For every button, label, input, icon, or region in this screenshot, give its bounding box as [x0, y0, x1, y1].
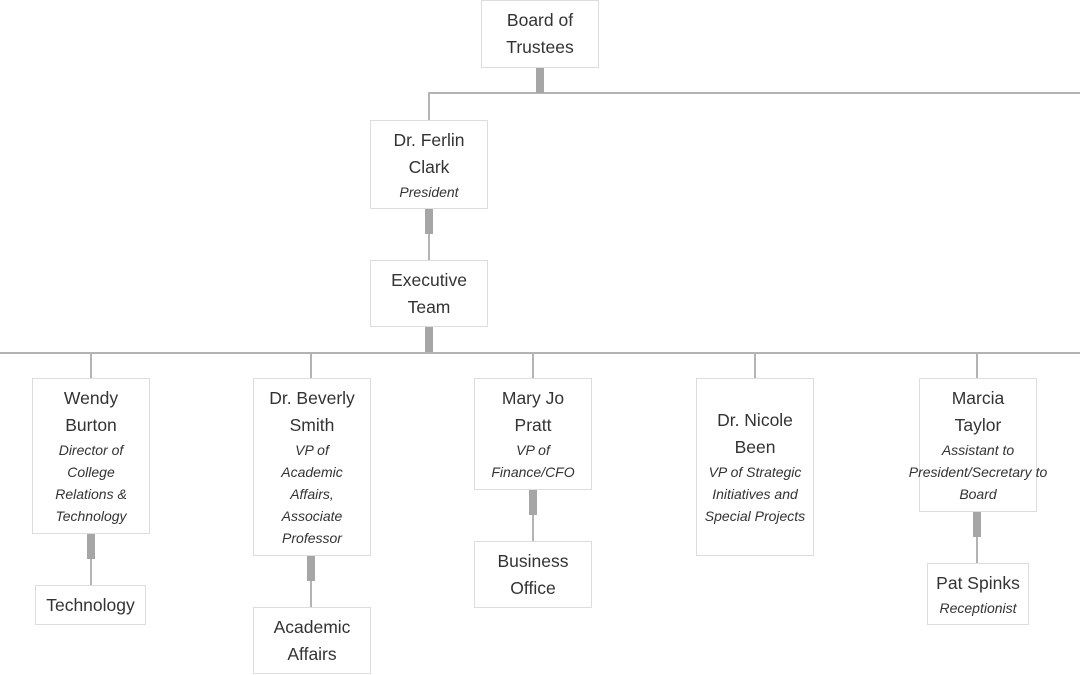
node-name: Mary Jo Pratt [501, 388, 565, 435]
node-name: Technology [46, 594, 135, 615]
node-title: Director of College Relations & Technolo… [55, 442, 127, 524]
connector-stub [425, 327, 433, 352]
node-name: Business Office [497, 550, 569, 598]
node-name: Wendy Burton [63, 388, 119, 435]
node-sub-technology[interactable]: Technology [35, 585, 146, 625]
node-member-5[interactable]: Marcia Taylor Assistant to President/Sec… [909, 378, 1047, 512]
connector-board-horizontal [428, 92, 1080, 94]
connector-president-executive [428, 209, 430, 260]
node-name: Dr. Beverly Smith [269, 388, 355, 435]
node-sub-business-office[interactable]: Business Office [474, 541, 592, 608]
node-member-1[interactable]: Wendy Burton Director of College Relatio… [32, 378, 150, 534]
connector-stub [536, 68, 544, 93]
node-member-4[interactable]: Dr. Nicole Been VP of Strategic Initiati… [696, 378, 814, 556]
node-title: VP of Academic Affairs, Associate Profes… [281, 442, 343, 546]
node-member-2[interactable]: Dr. Beverly Smith VP of Academic Affairs… [253, 378, 371, 556]
node-name: Dr. Ferlin Clark [393, 129, 465, 177]
node-name: Pat Spinks [936, 572, 1020, 593]
node-title: VP of Strategic Initiatives and Special … [704, 464, 806, 524]
connector-member-5-sub [976, 512, 978, 563]
connector-to-member-2 [310, 352, 312, 378]
connector-stub [87, 534, 95, 559]
node-board-of-trustees[interactable]: Board of Trustees [481, 0, 599, 68]
node-name: Board of Trustees [506, 10, 574, 57]
connector-stub [529, 490, 537, 515]
connector-team-horizontal [0, 352, 1080, 354]
node-title: Assistant to President/Secretary to Boar… [908, 442, 1048, 502]
node-title: VP of Finance/CFO [491, 442, 575, 480]
node-name: Marcia Taylor [951, 388, 1005, 435]
connector-to-president [428, 92, 430, 120]
connector-member-2-sub [310, 556, 312, 607]
connector-member-3-sub [532, 490, 534, 541]
node-executive-team[interactable]: Executive Team [370, 260, 488, 327]
connector-to-member-3 [532, 352, 534, 378]
node-name: Executive Team [391, 269, 467, 317]
node-sub-pat-spinks[interactable]: Pat Spinks Receptionist [927, 563, 1029, 625]
node-title: Receptionist [939, 599, 1017, 616]
connector-stub [973, 512, 981, 537]
node-title: President [399, 183, 459, 200]
connector-member-1-sub [90, 534, 92, 585]
connector-to-member-1 [90, 352, 92, 378]
node-sub-academic-affairs[interactable]: Academic Affairs [253, 607, 371, 674]
connector-stub [425, 209, 433, 234]
node-name: Academic Affairs [273, 616, 351, 664]
connector-to-member-5 [976, 352, 978, 378]
connector-to-member-4 [754, 352, 756, 378]
node-member-3[interactable]: Mary Jo Pratt VP of Finance/CFO [474, 378, 592, 490]
connector-stub [307, 556, 315, 581]
node-president[interactable]: Dr. Ferlin Clark President [370, 120, 488, 209]
node-name: Dr. Nicole Been [717, 410, 793, 457]
